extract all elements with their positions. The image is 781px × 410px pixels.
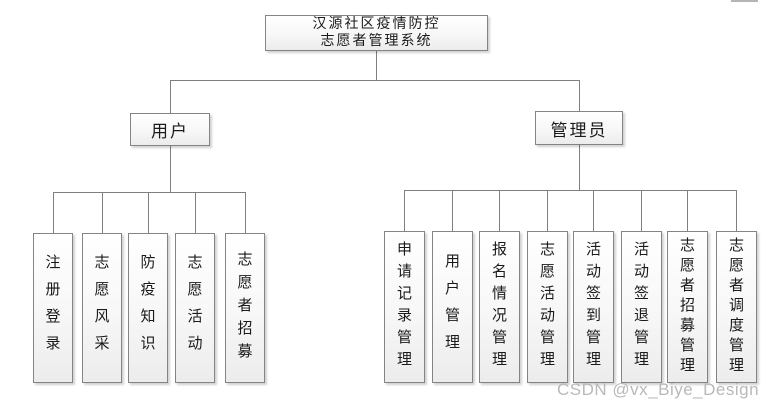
leaf-label: 活动签退管理 bbox=[632, 241, 650, 373]
leaf-label: 防疫知识 bbox=[138, 254, 157, 362]
leaf-signup-status-mgmt: 报名情况管理 bbox=[479, 231, 520, 383]
leaf-application-record-mgmt: 申请记录管理 bbox=[384, 231, 425, 383]
root-node: 汉源社区疫情防控 志愿者管理系统 bbox=[265, 15, 488, 51]
connector-user-horizontal bbox=[53, 192, 246, 193]
connector-admin-horizontal bbox=[404, 190, 737, 191]
leaf-label: 用户管理 bbox=[443, 253, 461, 361]
connector-leaf-drop bbox=[687, 190, 688, 231]
branch-node-admin: 管理员 bbox=[535, 111, 623, 145]
leaf-label: 志愿活动 bbox=[185, 254, 204, 362]
connector-user-drop bbox=[170, 80, 171, 113]
branch-user-label: 用户 bbox=[151, 122, 189, 142]
connector-user-stub bbox=[170, 146, 171, 192]
leaf-epidemic-knowledge: 防疫知识 bbox=[128, 233, 168, 383]
branch-admin-label: 管理员 bbox=[550, 120, 608, 141]
leaf-label: 活动签到管理 bbox=[584, 241, 602, 373]
leaf-volunteer-recruitment-mgmt: 志愿者招募管理 bbox=[667, 231, 708, 383]
root-title-line1: 汉源社区疫情防控 bbox=[312, 16, 441, 32]
leaf-volunteer-activity-mgmt: 志愿活动管理 bbox=[527, 231, 568, 383]
root-title-line2: 志愿者管理系统 bbox=[320, 33, 433, 49]
branch-node-user: 用户 bbox=[130, 113, 210, 146]
leaf-label: 志愿活动管理 bbox=[538, 241, 556, 373]
connector-leaf-drop bbox=[593, 190, 594, 231]
leaf-volunteer-style: 志愿风采 bbox=[82, 233, 122, 383]
connector-leaf-drop bbox=[53, 192, 54, 233]
leaf-label: 志愿者招募 bbox=[235, 250, 254, 366]
leaf-label: 志愿者招募管理 bbox=[678, 237, 696, 377]
connector-root-stub bbox=[376, 51, 377, 80]
connector-leaf-drop bbox=[148, 192, 149, 233]
connector-leaf-drop bbox=[499, 190, 500, 231]
leaf-activity-checkout-mgmt: 活动签退管理 bbox=[621, 231, 662, 383]
connector-leaf-drop bbox=[736, 190, 737, 231]
leaf-label: 志愿风采 bbox=[92, 254, 111, 362]
connector-level2-horizontal bbox=[170, 80, 580, 81]
leaf-label: 注册登录 bbox=[43, 254, 62, 362]
leaf-volunteer-scheduling-mgmt: 志愿者调度管理 bbox=[716, 231, 757, 383]
leaf-volunteer-activity: 志愿活动 bbox=[175, 233, 215, 383]
connector-leaf-drop bbox=[547, 190, 548, 231]
leaf-label: 志愿者调度管理 bbox=[727, 237, 745, 377]
leaf-activity-checkin-mgmt: 活动签到管理 bbox=[573, 231, 614, 383]
leaf-label: 报名情况管理 bbox=[490, 241, 508, 373]
connector-admin-drop bbox=[579, 80, 580, 111]
connector-leaf-drop bbox=[452, 190, 453, 231]
connector-leaf-drop bbox=[195, 192, 196, 233]
leaf-volunteer-recruitment: 志愿者招募 bbox=[225, 233, 265, 383]
leaf-label: 申请记录管理 bbox=[395, 241, 413, 373]
leaf-user-mgmt: 用户管理 bbox=[432, 231, 473, 383]
connector-leaf-drop bbox=[245, 192, 246, 233]
connector-leaf-drop bbox=[102, 192, 103, 233]
watermark: CSDN @vx_Biye_Design bbox=[557, 380, 760, 399]
top-right-artifact bbox=[731, 0, 758, 2]
connector-leaf-drop bbox=[404, 190, 405, 231]
leaf-register-login: 注册登录 bbox=[33, 233, 73, 383]
connector-admin-stub bbox=[579, 145, 580, 190]
connector-leaf-drop bbox=[641, 190, 642, 231]
